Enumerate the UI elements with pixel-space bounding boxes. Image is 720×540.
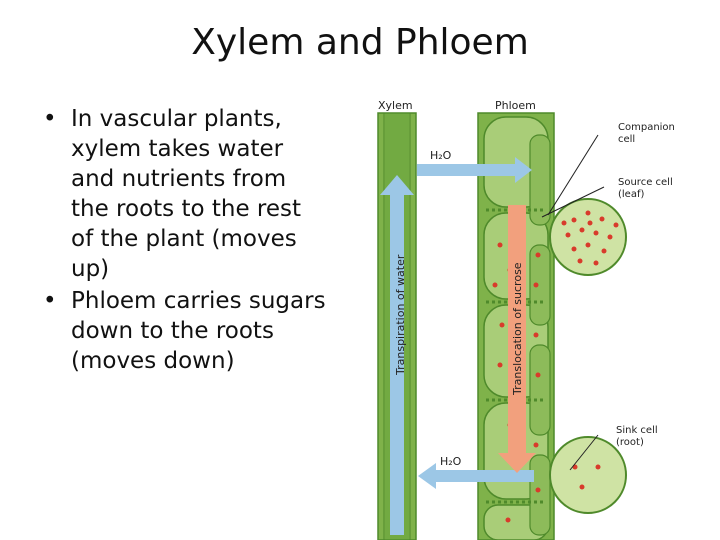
label-source-cell-line2: (leaf) [618, 189, 644, 200]
phloem-tube [477, 112, 555, 540]
sink-cell [549, 436, 627, 514]
bullet-item-xylem: • In vascular plants, xylem takes water … [40, 104, 330, 284]
bullet-dot-icon: • [43, 106, 57, 132]
label-xylem: Xylem [378, 99, 413, 112]
slide-title: Xylem and Phloem [191, 22, 529, 63]
label-phloem: Phloem [495, 99, 536, 112]
h2o-bottom-arrow [418, 463, 534, 489]
label-h2o-bottom: H₂O [440, 455, 462, 468]
label-sink-cell-line2: (root) [616, 437, 644, 448]
label-h2o-top: H₂O [430, 149, 452, 162]
label-translocation: Translocation of sucrose [511, 262, 524, 396]
label-transpiration: Transpiration of water [394, 254, 407, 376]
bullet-dot-icon: • [43, 288, 57, 314]
bullet-item-phloem: • Phloem carries sugars down to the root… [40, 286, 330, 376]
source-cell [549, 198, 627, 276]
leader-lines [541, 134, 605, 471]
bullet-text-xylem: In vascular plants, xylem takes water an… [71, 106, 302, 282]
bullet-list: • In vascular plants, xylem takes water … [40, 104, 330, 376]
label-source-cell-line1: Source cell [618, 177, 673, 188]
xylem-phloem-diagram: Xylem Phloem H₂O H₂O Transpiration of wa… [377, 99, 675, 540]
label-companion-cell-line1: Companion [618, 122, 675, 133]
bullet-text-phloem: Phloem carries sugars down to the roots … [71, 288, 326, 374]
label-sink-cell-line1: Sink cell [616, 425, 658, 436]
translocation-arrow [498, 205, 536, 473]
label-companion-cell-line2: cell [618, 134, 635, 145]
h2o-top-arrow [417, 157, 532, 183]
transpiration-arrow [380, 175, 414, 535]
